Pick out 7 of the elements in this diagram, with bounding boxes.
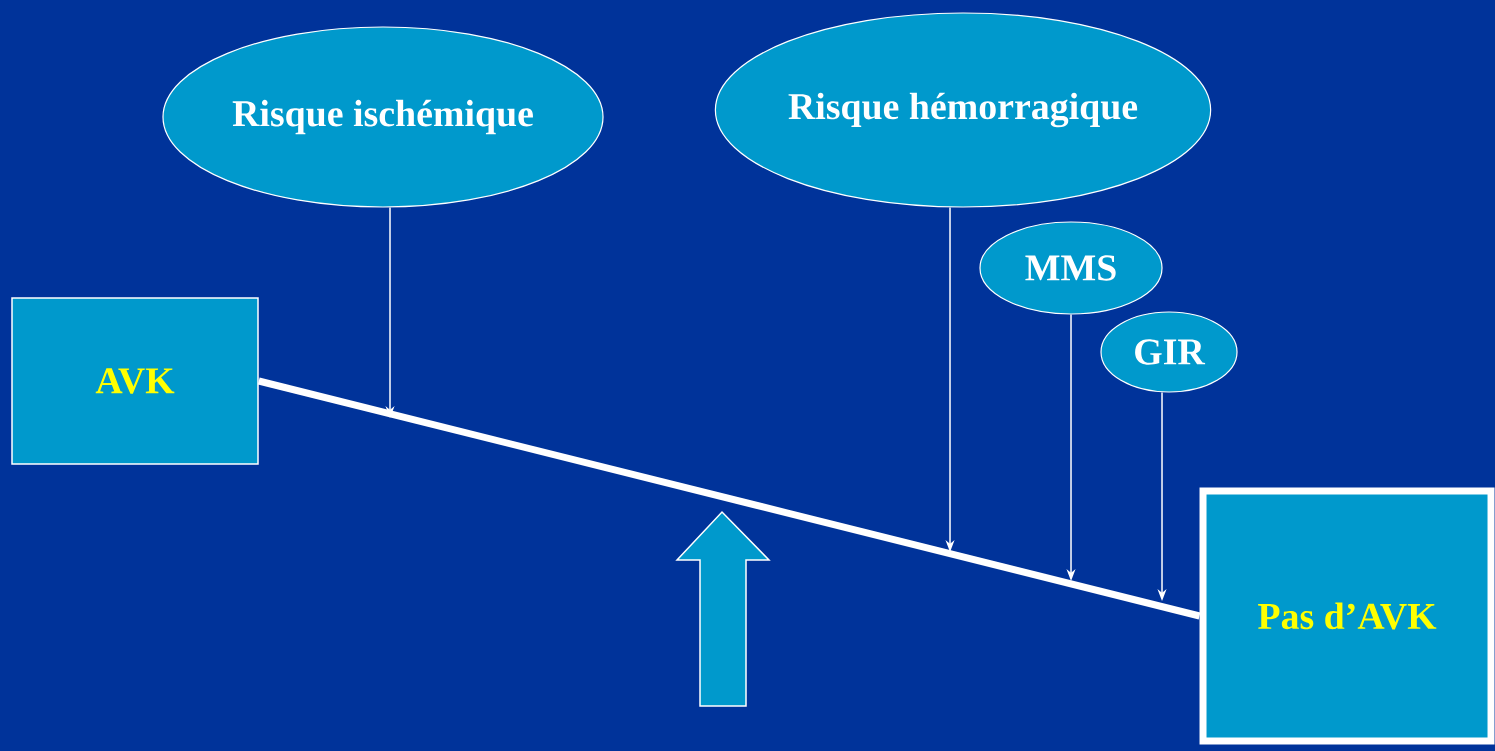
balance-beam	[257, 377, 1201, 620]
process-box: AVK	[11, 297, 259, 465]
ellipse-node: Risque hémorragique	[714, 12, 1212, 208]
process-box: Pas d’AVK	[1199, 487, 1495, 745]
ellipse-node: MMS	[979, 221, 1163, 315]
ellipse-node: GIR	[1100, 311, 1238, 393]
ellipse-node: Risque ischémique	[162, 26, 604, 208]
